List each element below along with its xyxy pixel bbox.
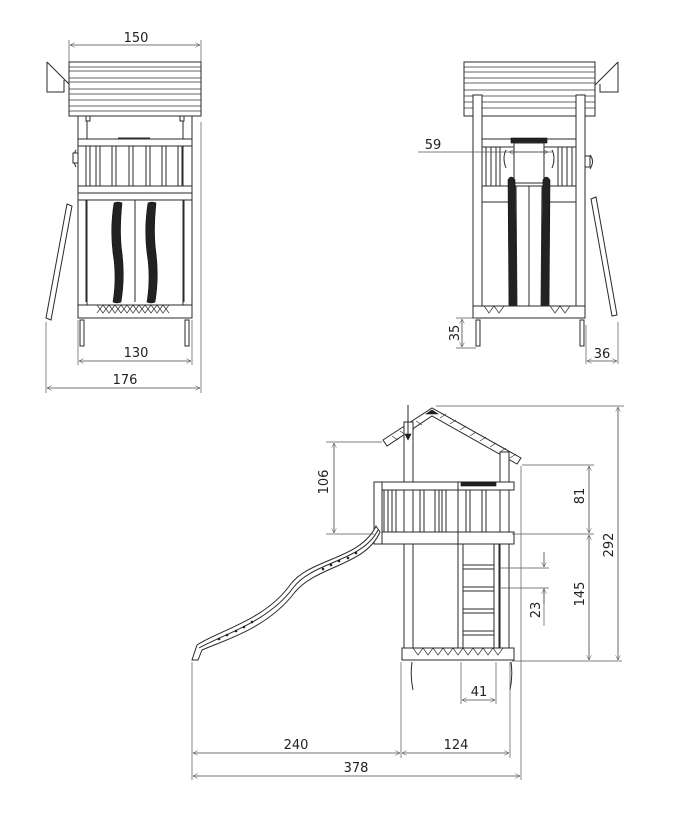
dim-label-124: 124 <box>444 738 469 753</box>
side-roof <box>463 61 619 117</box>
dimension-post-spacing: 130 <box>77 320 193 365</box>
dim-label-292: 292 <box>602 533 617 558</box>
dimension-brace-offset: 36 <box>585 322 619 364</box>
dimension-roof-width: 150 <box>68 31 202 62</box>
side-view: 59 35 36 <box>418 61 619 364</box>
dimension-slide-length: 240 <box>191 662 402 780</box>
dimension-wall-height: 106 <box>317 441 382 535</box>
elevation-view: 106 81 145 292 23 <box>191 405 624 780</box>
dim-label-130: 130 <box>124 346 149 361</box>
dim-label-176: 176 <box>113 373 138 388</box>
dimension-overall-width: 176 <box>45 122 202 393</box>
dimension-railing-height: 81 <box>512 464 594 535</box>
ladder <box>457 543 500 661</box>
dim-label-145: 145 <box>573 582 588 607</box>
slide <box>191 524 381 661</box>
dimension-ladder-width: 41 <box>460 662 497 704</box>
dim-label-36: 36 <box>594 347 611 362</box>
dim-label-106: 106 <box>317 470 332 495</box>
elevation-balusters <box>383 489 487 533</box>
dimension-platform-height: 145 <box>512 535 622 662</box>
dimension-slide-width: 59 <box>418 138 552 153</box>
dim-label-23: 23 <box>529 602 544 619</box>
front-balusters <box>85 145 183 187</box>
roof <box>46 61 202 117</box>
dim-label-240: 240 <box>284 738 309 753</box>
dimension-overall-length: 378 <box>193 466 522 780</box>
dim-label-59: 59 <box>425 138 442 153</box>
dimension-tower-depth: 124 <box>402 662 511 758</box>
dimension-anchor-depth: 35 <box>448 317 476 349</box>
dim-label-81: 81 <box>573 488 588 505</box>
dim-label-150: 150 <box>124 31 149 46</box>
dim-label-35: 35 <box>448 325 463 342</box>
dim-label-378: 378 <box>344 761 369 776</box>
dimension-rung-spacing: 23 <box>499 552 549 626</box>
front-view: 150 <box>45 31 202 393</box>
dimension-overall-height: 292 <box>436 405 624 660</box>
dim-label-41: 41 <box>471 685 488 700</box>
